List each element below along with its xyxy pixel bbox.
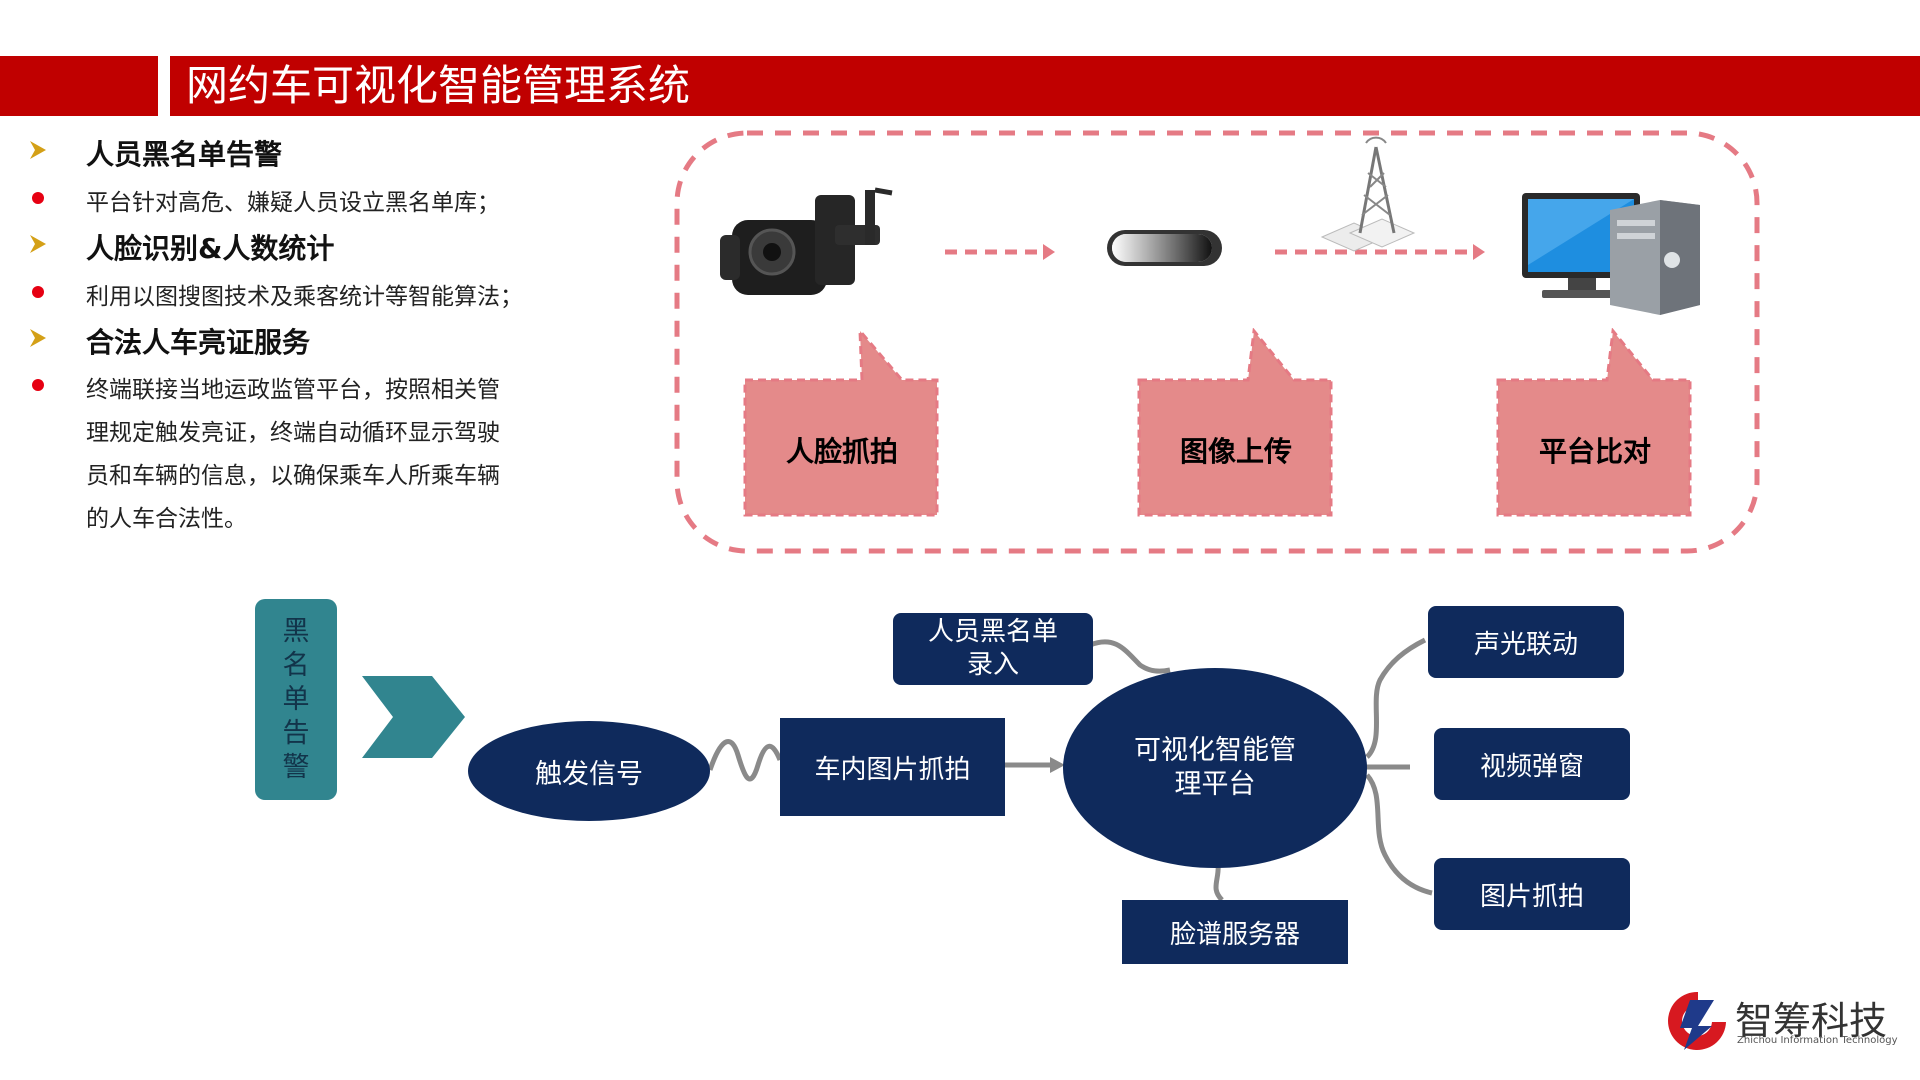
output-sound-light-label: 声光联动 <box>1473 629 1578 660</box>
blacklist-entry-label-line1: 人员黑名单 <box>927 617 1058 647</box>
chevron-arrow-icon <box>362 676 465 758</box>
in-car-capture-label: 车内图片抓拍 <box>814 754 971 785</box>
trigger-signal-node: 触发信号 <box>468 721 710 821</box>
smart-platform-node: 可视化智能管 理平台 <box>1063 668 1367 868</box>
section-text-line: 员和车辆的信息，以确保乘车人所乘车辆 <box>86 463 500 489</box>
callout-platform-compare: 平台比对 <box>1538 435 1651 468</box>
output-image-capture-label: 图片抓拍 <box>1479 881 1584 912</box>
arrow-bullet-icon <box>30 329 46 347</box>
face-server-node: 脸谱服务器 <box>1122 900 1348 964</box>
callout-image-upload: 图像上传 <box>1179 435 1292 468</box>
blacklist-entry-node: 人员黑名单 录入 <box>893 613 1093 685</box>
callout-face-capture: 人脸抓拍 <box>785 435 898 468</box>
section-heading-face: 人脸识别&人数统计 <box>86 232 335 265</box>
output-video-popup-node: 视频弹窗 <box>1434 728 1630 800</box>
blacklist-alert-label: 黑名单告警 <box>282 616 310 783</box>
blacklist-entry-label-line2: 录入 <box>966 650 1019 680</box>
header-accent-block <box>0 56 158 116</box>
section-text-line: 理规定触发亮证，终端自动循环显示驾驶 <box>86 420 500 446</box>
smart-platform-label-line2: 理平台 <box>1174 769 1256 800</box>
section-heading-license: 合法人车亮证服务 <box>86 326 311 359</box>
smart-platform-label-line1: 可视化智能管 <box>1134 735 1296 766</box>
signal-tower-icon <box>1320 136 1416 252</box>
section-text-line: 终端联接当地运政监管平台，按照相关管 <box>86 377 500 403</box>
output-image-capture-node: 图片抓拍 <box>1434 858 1630 930</box>
arrow-bullet-icon <box>30 235 46 253</box>
rearview-mirror-icon <box>1107 230 1222 266</box>
red-dot-bullet-icon <box>32 286 44 298</box>
company-logo-subtitle: Zhichou Information Technology <box>1737 1035 1898 1046</box>
output-sound-light-node: 声光联动 <box>1428 606 1624 678</box>
company-logo-icon <box>1668 991 1726 1050</box>
callout-bubble-platform-compare <box>1496 328 1692 517</box>
blacklist-alert-box: 黑名单告警 <box>255 599 337 800</box>
trigger-signal-label: 触发信号 <box>535 758 643 790</box>
header-bar: 网约车可视化智能管理系统 <box>170 56 1920 116</box>
process-frame <box>674 130 1760 554</box>
red-dot-bullet-icon <box>32 379 44 391</box>
section-text-line: 的人车合法性。 <box>86 506 247 532</box>
face-server-label: 脸谱服务器 <box>1169 919 1300 950</box>
callout-bubble-face-capture <box>743 328 939 517</box>
section-text-line: 平台针对高危、嫌疑人员设立黑名单库； <box>86 190 500 216</box>
in-car-capture-node: 车内图片抓拍 <box>780 718 1005 816</box>
output-video-popup-label: 视频弹窗 <box>1479 751 1584 782</box>
red-dot-bullet-icon <box>32 192 44 204</box>
arrow-bullet-icon <box>30 141 46 159</box>
section-heading-blacklist: 人员黑名单告警 <box>86 138 283 171</box>
callout-bubble-image-upload <box>1137 328 1333 517</box>
computer-icon <box>1522 193 1700 315</box>
section-text-line: 利用以图搜图技术及乘客统计等智能算法； <box>86 284 523 310</box>
company-logo-name: 智筹科技 <box>1735 999 1888 1043</box>
page-title: 网约车可视化智能管理系统 <box>186 61 691 110</box>
dashcam-icon <box>720 187 893 295</box>
